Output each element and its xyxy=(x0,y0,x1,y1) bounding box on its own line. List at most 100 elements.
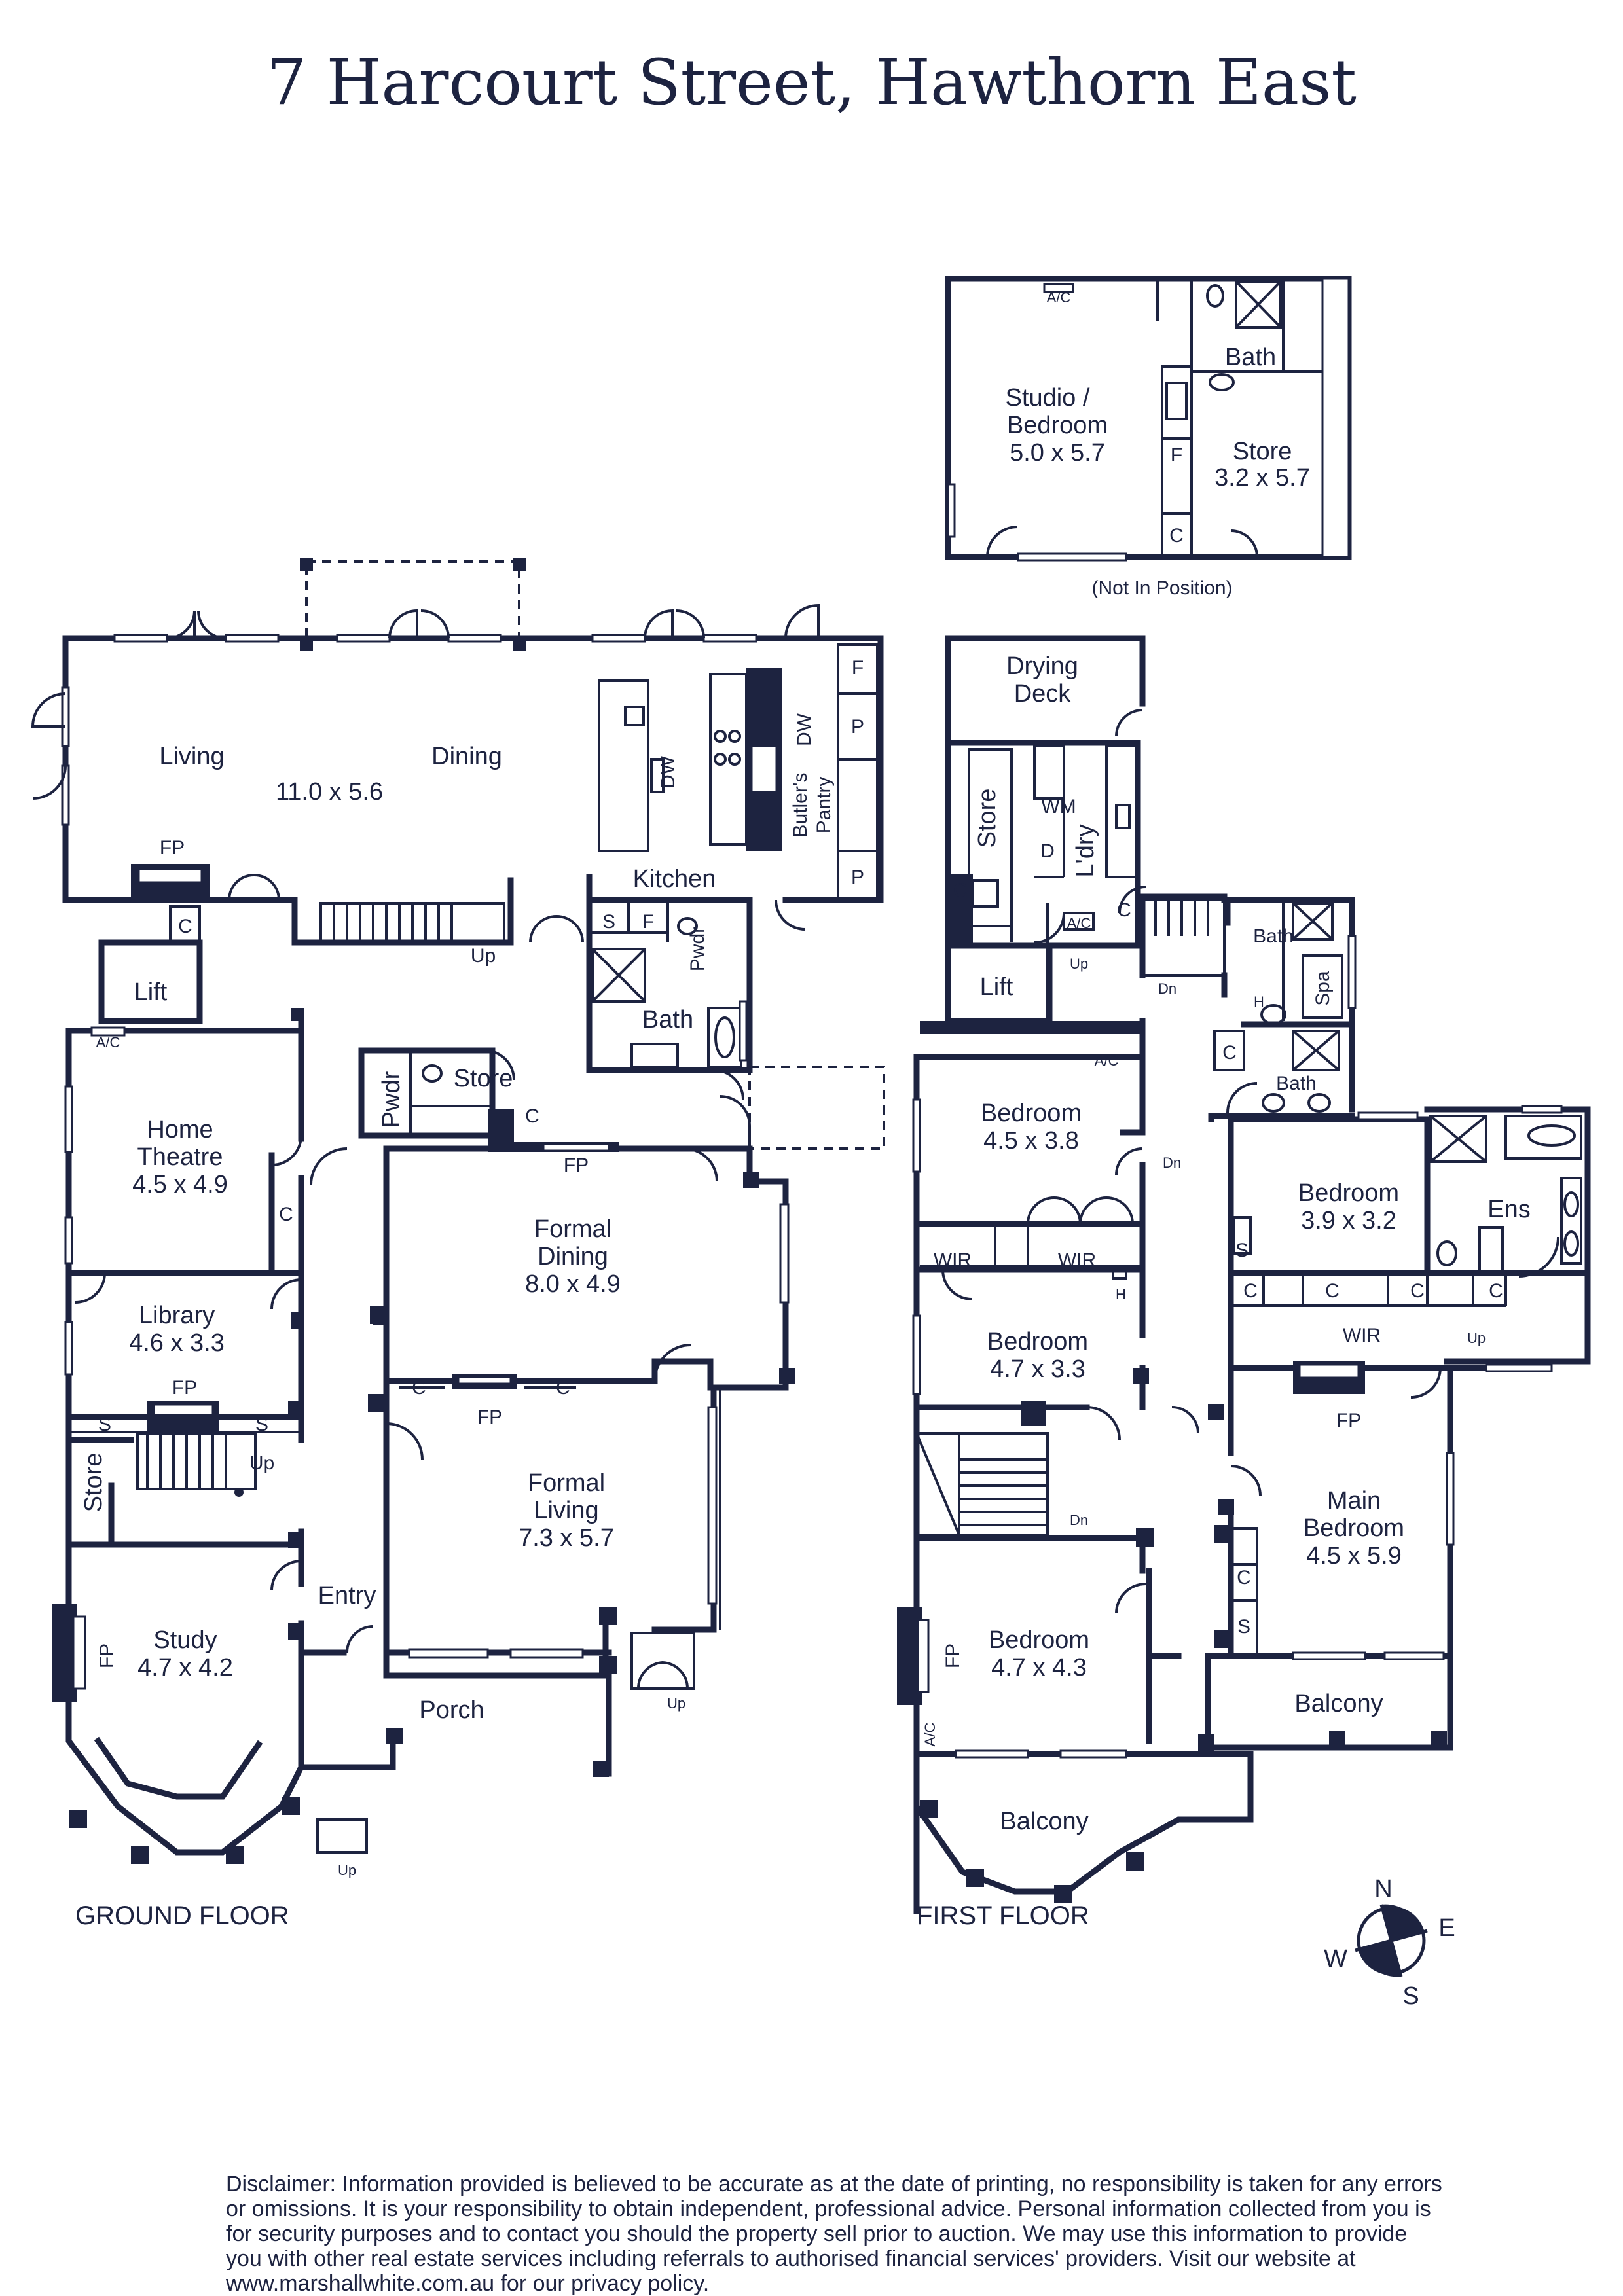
kitchen-f-label: F xyxy=(642,911,654,933)
study-label: Study xyxy=(153,1626,217,1654)
formal-living-dims: 7.3 x 5.7 xyxy=(519,1524,614,1552)
studio-bath-label: Bath xyxy=(1225,344,1276,371)
main-bedroom-label: Main xyxy=(1327,1487,1381,1515)
laundry-up-label: Up xyxy=(1070,956,1088,972)
front-balcony-label: Balcony xyxy=(1000,1808,1088,1835)
living-label: Living xyxy=(159,743,224,770)
studio-c-label: C xyxy=(1169,525,1184,547)
formal-dining-dims: 8.0 x 4.9 xyxy=(525,1270,621,1298)
library-store-label: Store xyxy=(80,1453,107,1513)
studio-f-label: F xyxy=(1171,444,1182,466)
laundry-ac-label: A/C xyxy=(1067,915,1091,931)
spa-label: Spa xyxy=(1312,971,1334,1006)
main-bedroom-label-2: Bedroom xyxy=(1304,1515,1404,1542)
first-lift-label: Lift xyxy=(980,973,1013,1001)
butlers-dw-label: DW xyxy=(793,713,815,746)
library-label: Library xyxy=(139,1302,215,1329)
wir-c-label-1: C xyxy=(1243,1280,1258,1302)
kitchen-label: Kitchen xyxy=(633,865,716,893)
lift-c-label: C xyxy=(178,916,192,937)
formal-living-c-label-1: C xyxy=(412,1377,426,1399)
bedroom4-ac-label: A/C xyxy=(922,1723,938,1747)
formal-living-c-label-2: C xyxy=(556,1377,570,1399)
studio-dims: 5.0 x 5.7 xyxy=(1010,439,1105,467)
first-stairs-dn-label: Dn xyxy=(1070,1512,1088,1528)
home-theatre-label-2: Theatre xyxy=(137,1143,223,1171)
living-fp-label: FP xyxy=(160,837,185,859)
drying-deck-label: Drying xyxy=(1006,653,1078,680)
library-dims: 4.6 x 3.3 xyxy=(129,1329,225,1357)
main-bedroom-c-label: C xyxy=(1237,1567,1251,1588)
library-s-label-1: S xyxy=(98,1414,111,1435)
pantry-p-label-2: P xyxy=(851,867,864,888)
page-title: 7 Harcourt Street, Hawthorn East xyxy=(266,46,1357,119)
library-stairs-up: Up xyxy=(249,1452,274,1474)
first-bath-label-2: Bath xyxy=(1276,1073,1317,1094)
bedroom3-dims: 4.7 x 3.3 xyxy=(990,1355,1085,1383)
kitchen-s-label: S xyxy=(602,911,615,933)
library-s-label-2: S xyxy=(255,1414,268,1435)
wir-c-label-2: C xyxy=(1325,1280,1340,1302)
bedroom1-dims: 4.5 x 3.8 xyxy=(983,1127,1079,1155)
ground-bath-label: Bath xyxy=(642,1006,693,1033)
dryer-d-label: D xyxy=(1040,840,1055,862)
wir-c-label-4: C xyxy=(1489,1280,1503,1302)
compass-icon xyxy=(1355,1904,1428,1977)
ground-floor-label: GROUND FLOOR xyxy=(75,1901,289,1930)
not-in-position-note: (Not In Position) xyxy=(1091,577,1232,599)
formal-living-label-2: Living xyxy=(534,1497,598,1524)
porch-label: Porch xyxy=(419,1696,484,1724)
bedroom4-fp-label: FP xyxy=(942,1643,964,1668)
study-fp-label: FP xyxy=(96,1643,118,1668)
ground-floor-plan xyxy=(31,558,885,1864)
butlers-label: Butler's xyxy=(790,772,811,837)
disclaimer-text: Disclaimer: Information provided is beli… xyxy=(226,2172,1442,2296)
dining-label: Dining xyxy=(431,743,502,770)
bedroom4-dims: 4.7 x 4.3 xyxy=(991,1654,1087,1681)
formal-dining-fp-label: FP xyxy=(564,1155,589,1176)
bedroom2-s-label: S xyxy=(1235,1240,1249,1261)
main-bedroom-fp-label: FP xyxy=(1336,1410,1361,1431)
rear-balcony-label: Balcony xyxy=(1294,1690,1383,1717)
compass-e: E xyxy=(1438,1914,1455,1942)
ground-store-label: Store xyxy=(454,1065,513,1092)
bedroom1-dn-label: Dn xyxy=(1163,1155,1181,1171)
laundry-label: L'dry xyxy=(1072,824,1099,877)
home-theatre-label: Home xyxy=(147,1116,213,1143)
ground-lift-label: Lift xyxy=(134,978,168,1006)
living-dining-dims: 11.0 x 5.6 xyxy=(276,778,383,806)
library-fp-label: FP xyxy=(172,1377,197,1399)
formal-dining-label: Formal xyxy=(534,1215,611,1243)
bedroom4-label: Bedroom xyxy=(989,1626,1089,1654)
first-floor-label: FIRST FLOOR xyxy=(917,1901,1089,1930)
fridge-f-label: F xyxy=(852,657,864,679)
studio-name-2: Bedroom xyxy=(1007,412,1108,439)
kitchen-dw-label: DW xyxy=(657,755,679,789)
wir-c-label-3: C xyxy=(1410,1280,1425,1302)
bedroom2-dims: 3.9 x 3.2 xyxy=(1301,1207,1396,1234)
first-floor-plan xyxy=(897,635,1591,1914)
bedroom1-wir-label: WIR xyxy=(1058,1249,1096,1271)
bath-c-label: C xyxy=(1222,1042,1237,1064)
ground-pwdr-label: Pwdr xyxy=(378,1071,405,1128)
bedroom1-h-label: H xyxy=(1116,1286,1126,1302)
ensuite-label: Ens xyxy=(1487,1196,1530,1223)
studio-ac-label: A/C xyxy=(1047,289,1071,306)
compass-s: S xyxy=(1402,1982,1419,2010)
store-c-label: C xyxy=(525,1105,539,1127)
front-steps-up: Up xyxy=(338,1862,356,1878)
bath-h-label: H xyxy=(1254,994,1264,1010)
theatre-ac-label: A/C xyxy=(96,1034,120,1050)
theatre-c-label: C xyxy=(279,1204,293,1225)
wir-up-label: Up xyxy=(1467,1330,1486,1346)
entry-label: Entry xyxy=(318,1582,376,1609)
porch-steps-up: Up xyxy=(667,1695,685,1712)
stairs-up-label: Up xyxy=(471,945,496,967)
pantry-label: Pantry xyxy=(813,777,835,834)
formal-living-label: Formal xyxy=(528,1469,605,1497)
bedroom1-wir-left: WIR xyxy=(934,1249,972,1271)
studio-name: Studio / xyxy=(1006,384,1090,412)
bedroom3-label: Bedroom xyxy=(987,1328,1088,1355)
bedroom1-label: Bedroom xyxy=(981,1100,1082,1127)
formal-living-fp-label: FP xyxy=(477,1407,502,1428)
